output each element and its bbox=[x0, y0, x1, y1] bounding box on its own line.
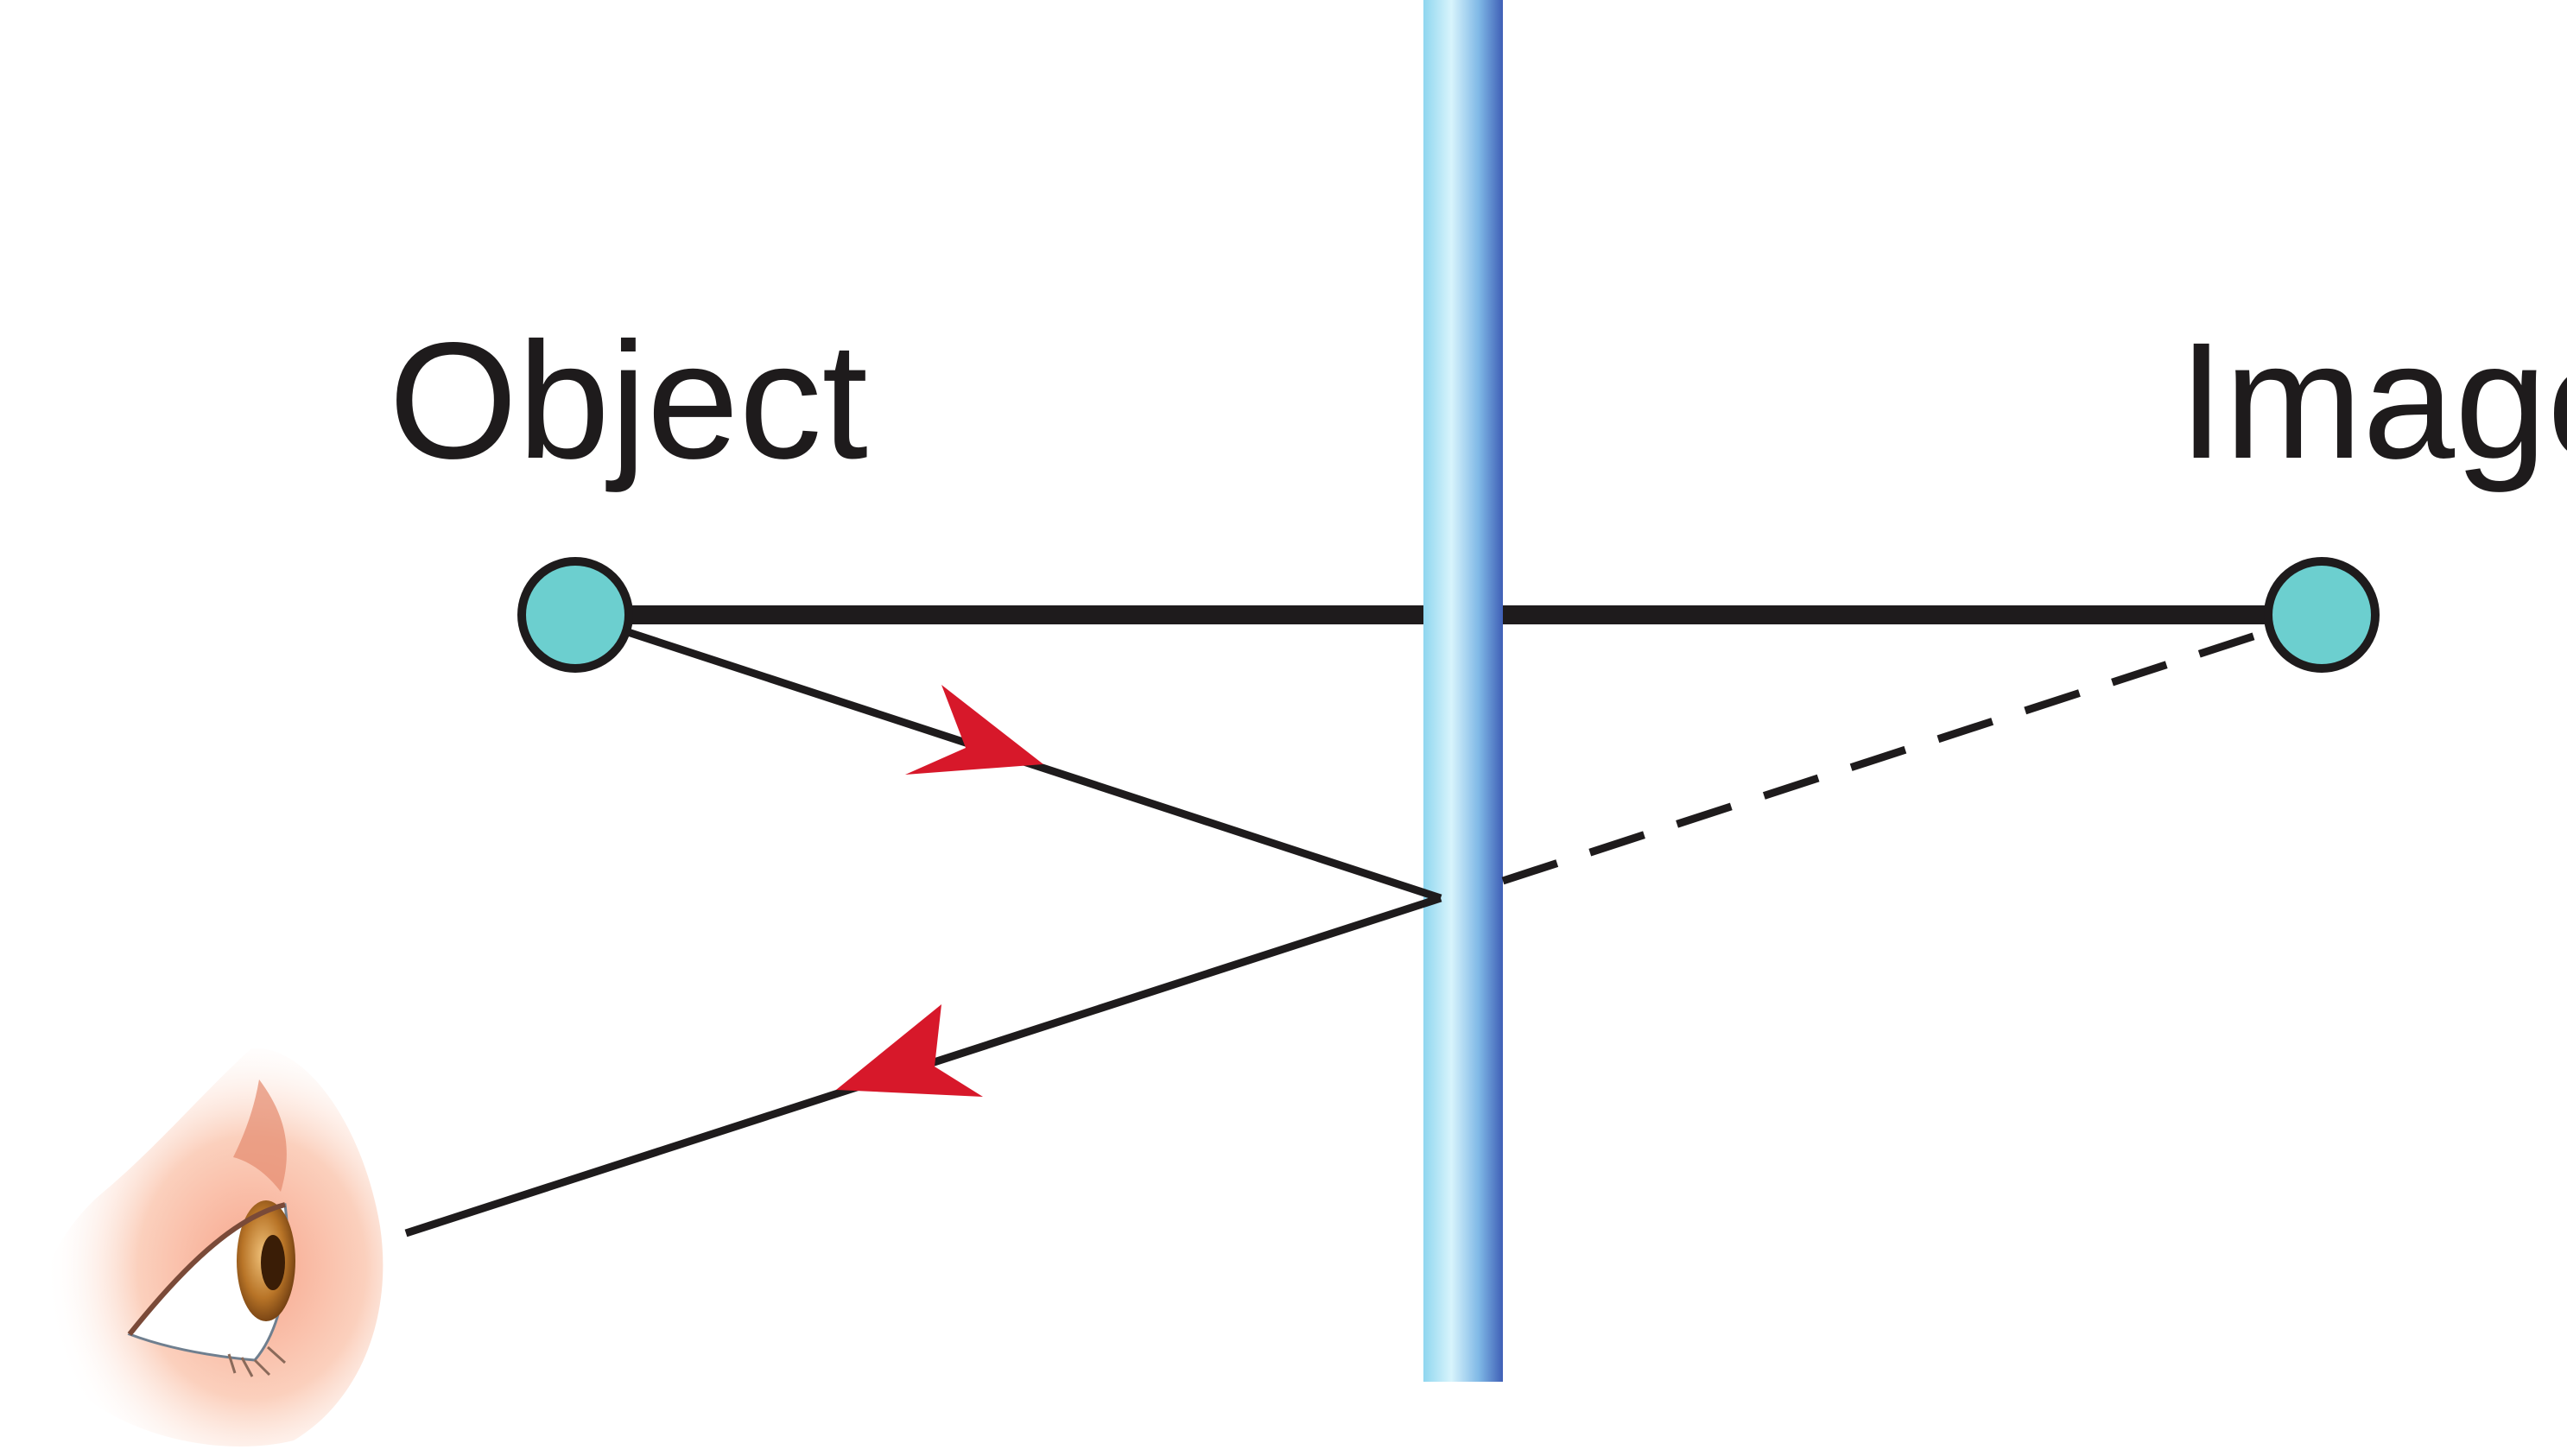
image-label: Image bbox=[2178, 307, 2567, 493]
virtual-ray-dashed bbox=[1501, 626, 2273, 885]
arrowhead-icon bbox=[836, 1004, 983, 1097]
arrowhead-icon bbox=[905, 685, 1043, 775]
object-point bbox=[517, 557, 633, 673]
image-point bbox=[2264, 557, 2380, 673]
mirror bbox=[1423, 0, 1503, 1382]
object-label: Object bbox=[389, 307, 868, 493]
eye-icon bbox=[37, 1048, 383, 1447]
